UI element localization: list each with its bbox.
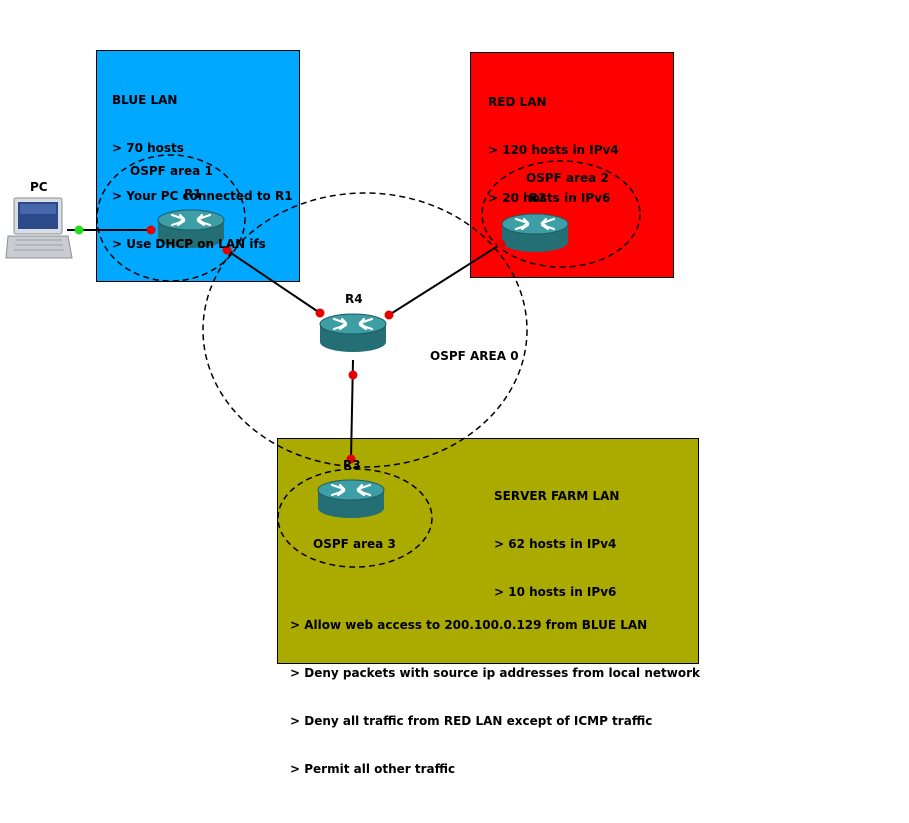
r3-label: R3 — [343, 458, 361, 472]
blue-lan-line: > 70 hosts — [112, 141, 184, 155]
r3-r4-link-dot — [346, 454, 356, 464]
r4-r3-link-dot — [348, 370, 358, 380]
ospf-area-0-ellipse — [202, 192, 528, 468]
r2-label: R2 — [529, 191, 547, 205]
red-lan-text: RED LAN > 120 hosts in IPv4 > 20 hosts i… — [488, 62, 619, 222]
r2-r4-link-dot — [496, 239, 506, 249]
server-farm-lan-line: > 62 hosts in IPv4 — [494, 537, 617, 551]
pc-laptop-icon[interactable] — [5, 197, 73, 259]
server-farm-lan-box — [277, 438, 699, 664]
r4-label: R4 — [345, 292, 363, 306]
r1-label: R1 — [184, 187, 202, 201]
red-lan-line: > 20 hosts in IPv6 — [488, 191, 611, 205]
r1-r4-link-dot — [222, 245, 232, 255]
red-lan-line: > 120 hosts in IPv4 — [488, 143, 619, 157]
blue-lan-line: > Your PC connected to R1 — [112, 189, 293, 203]
router-r2-icon[interactable] — [501, 213, 569, 252]
acl-rule: > Deny all traffic from RED LAN except o… — [290, 714, 653, 728]
acl-rule: > Deny packets with source ip addresses … — [290, 666, 700, 680]
r1-pc-link-dot — [146, 225, 156, 235]
link-r1-r4 — [227, 250, 321, 314]
ospf-area-0-label: OSPF AREA 0 — [430, 349, 519, 363]
ospf-area-2-ellipse — [481, 160, 641, 268]
red-lan-title: RED LAN — [488, 95, 547, 109]
acl-rule: > Allow web access to 200.100.0.129 from… — [290, 618, 648, 632]
ospf-area-1-ellipse — [96, 154, 246, 282]
r4-r1-link-dot — [315, 308, 325, 318]
ospf-area-1-label: OSPF area 1 — [130, 164, 213, 178]
ospf-area-3-label: OSPF area 3 — [313, 537, 396, 551]
blue-lan-title: BLUE LAN — [112, 93, 178, 107]
acl-rule: > Permit all other traffic — [290, 762, 456, 776]
blue-lan-text: BLUE LAN > 70 hosts > Your PC connected … — [112, 60, 293, 268]
blue-lan-line: > Use DHCP on LAN ifs — [112, 237, 266, 251]
link-r2-r4 — [388, 243, 502, 316]
pc-link-dot — [74, 225, 84, 235]
router-r1-icon[interactable] — [157, 209, 225, 248]
server-farm-lan-text: SERVER FARM LAN > 62 hosts in IPv4 > 10 … — [494, 456, 619, 616]
server-farm-lan-title: SERVER FARM LAN — [494, 489, 620, 503]
pc-label: PC — [30, 180, 48, 194]
ospf-area-2-label: OSPF area 2 — [526, 171, 609, 185]
router-r4-icon[interactable] — [319, 313, 387, 352]
server-farm-lan-line: > 10 hosts in IPv6 — [494, 585, 617, 599]
router-r3-icon[interactable] — [317, 479, 385, 518]
ospf-area-3-ellipse — [277, 468, 433, 568]
r4-r2-link-dot — [384, 310, 394, 320]
acl-rules-text: > Allow web access to 200.100.0.129 from… — [290, 585, 700, 793]
